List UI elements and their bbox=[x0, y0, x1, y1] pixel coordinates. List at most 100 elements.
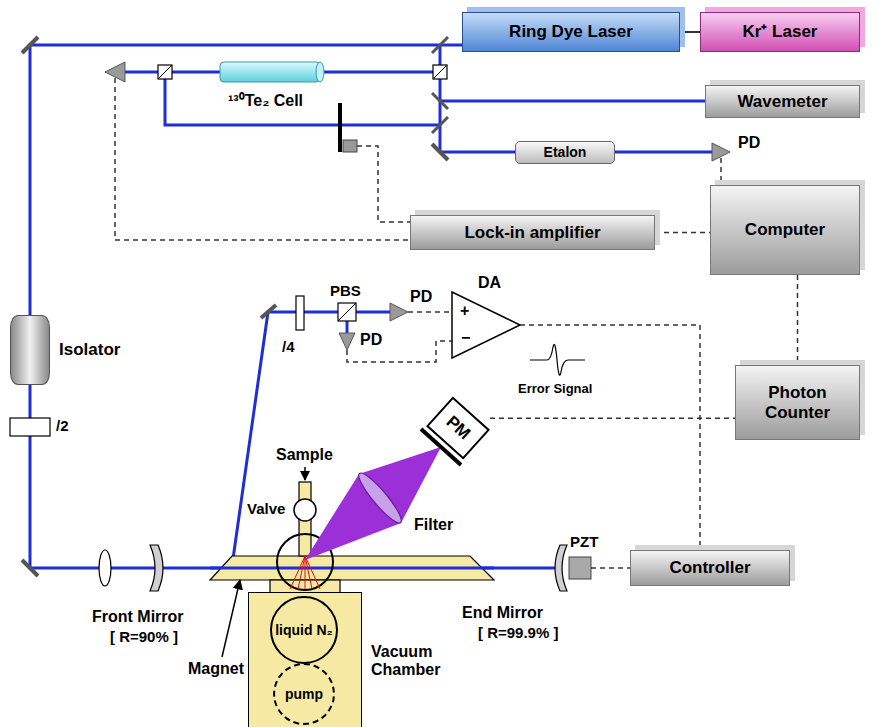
cube-splitter-diagonal bbox=[433, 65, 447, 79]
molecular-beam-ray bbox=[298, 556, 305, 589]
node-text: Vacuum Chamber bbox=[371, 643, 456, 680]
cube-splitter-diagonal bbox=[158, 65, 172, 79]
signal-wire bbox=[591, 567, 630, 569]
end-mirror bbox=[555, 545, 567, 591]
part-label: [ R=90% ] bbox=[110, 628, 178, 645]
node-text: liquid N₂ bbox=[275, 622, 333, 638]
computer-box: Computer bbox=[710, 185, 860, 275]
part-label: DA bbox=[478, 274, 501, 292]
node-text: Kr⁺ Laser bbox=[743, 22, 818, 42]
instrument-box: Wavemeter bbox=[705, 85, 860, 118]
beam-splitter bbox=[432, 93, 448, 109]
collection-lens bbox=[354, 469, 406, 527]
instrument-box: Photon Counter bbox=[735, 365, 860, 440]
node-text: Photon Counter bbox=[753, 383, 843, 422]
photodiode bbox=[339, 333, 355, 350]
beam-splitter bbox=[432, 37, 448, 53]
part-label: [ R=99.9% ] bbox=[478, 624, 558, 641]
part-label: PD bbox=[738, 134, 760, 152]
part-label: − bbox=[461, 329, 470, 347]
chopper-motor bbox=[343, 140, 357, 152]
node-text: Isolator bbox=[59, 340, 120, 360]
lens bbox=[99, 550, 111, 586]
isolator-cylinder: Isolator bbox=[10, 315, 50, 385]
pzt-actuator bbox=[569, 557, 591, 579]
instrument-box: Controller bbox=[630, 550, 790, 586]
molecular-beam-ray bbox=[305, 556, 320, 589]
part-label: ¹³⁰Te₂ Cell bbox=[228, 92, 303, 110]
laser-box: Kr⁺ Laser bbox=[700, 12, 860, 52]
part-label: Sample bbox=[276, 446, 333, 464]
signal-wire bbox=[357, 146, 410, 222]
laser-beam bbox=[346, 321, 349, 333]
etalon-cylinder: Etalon bbox=[515, 141, 615, 164]
molecular-beam-ray bbox=[305, 556, 306, 589]
signal-wire bbox=[720, 158, 722, 185]
part-label: /4 bbox=[282, 338, 295, 355]
part-label: Filter bbox=[414, 516, 453, 534]
laser-box: Ring Dye Laser bbox=[462, 12, 680, 52]
signal-cable bbox=[490, 417, 735, 419]
part-label: + bbox=[460, 302, 469, 320]
differential-amplifier bbox=[452, 292, 520, 358]
part-label: Magnet bbox=[188, 660, 244, 678]
part-label: Valve bbox=[247, 500, 285, 517]
molecular-beam-ray bbox=[290, 556, 305, 589]
instrument-box: Lock-in amplifier bbox=[410, 215, 655, 250]
laser-beam bbox=[30, 45, 555, 568]
node-text: Wavemeter bbox=[737, 92, 827, 112]
node-text: Computer bbox=[745, 220, 825, 240]
part-label: /2 bbox=[56, 417, 69, 434]
part-label: PBS bbox=[330, 282, 361, 299]
signal-wire bbox=[115, 78, 410, 240]
pointer-arrow bbox=[222, 580, 240, 657]
cube-splitter bbox=[158, 65, 172, 79]
beam-splitter bbox=[432, 117, 448, 133]
vacuum-chamber: Vacuum Chamberliquid N₂pump bbox=[248, 592, 362, 727]
laser-beam bbox=[210, 567, 494, 570]
pump-circle: pump bbox=[273, 663, 335, 725]
laser-beam bbox=[165, 79, 440, 125]
quarter-wave-plate bbox=[296, 296, 304, 330]
signal-wire bbox=[408, 311, 452, 313]
photomultiplier-box: PM bbox=[426, 396, 490, 459]
half-wave-plate bbox=[10, 418, 50, 436]
pointer-arrow bbox=[304, 467, 306, 480]
part-label: PZT bbox=[570, 533, 598, 550]
mirror bbox=[22, 560, 38, 576]
te2-cell bbox=[220, 62, 320, 82]
node-text: Ring Dye Laser bbox=[509, 22, 633, 42]
mirror bbox=[261, 305, 276, 318]
laser-link bbox=[680, 31, 700, 33]
front-mirror bbox=[150, 545, 163, 591]
molecular-beam-ray bbox=[305, 556, 312, 589]
signal-cable bbox=[797, 275, 799, 365]
mirror bbox=[22, 37, 38, 53]
part-label: Front Mirror bbox=[92, 608, 184, 626]
pbs-diagonal bbox=[338, 303, 356, 321]
part-label: PD bbox=[360, 331, 382, 349]
polarizing-beam-splitter bbox=[338, 303, 356, 321]
magnet-plate bbox=[210, 556, 494, 580]
coolant-circle: liquid N₂ bbox=[270, 596, 338, 664]
error-signal-trace bbox=[530, 344, 585, 375]
part-label: Error Signal bbox=[518, 382, 592, 397]
chopper-blade bbox=[338, 103, 342, 152]
laser-beam bbox=[440, 100, 705, 103]
part-label: PD bbox=[410, 288, 432, 306]
signal-cable bbox=[655, 232, 710, 234]
molecular-beam bbox=[290, 556, 320, 589]
node-text: Lock-in amplifier bbox=[464, 223, 600, 243]
node-text: PM bbox=[442, 412, 474, 444]
signal-wire bbox=[520, 325, 700, 550]
node-text: Controller bbox=[669, 558, 750, 578]
mirror bbox=[432, 144, 448, 160]
cell-window bbox=[316, 62, 324, 82]
node-text: pump bbox=[285, 686, 323, 702]
cube-splitter bbox=[433, 65, 447, 79]
valve bbox=[294, 499, 316, 521]
part-label: End Mirror bbox=[462, 604, 543, 622]
photodiode bbox=[390, 303, 408, 321]
node-text: Etalon bbox=[544, 144, 587, 160]
